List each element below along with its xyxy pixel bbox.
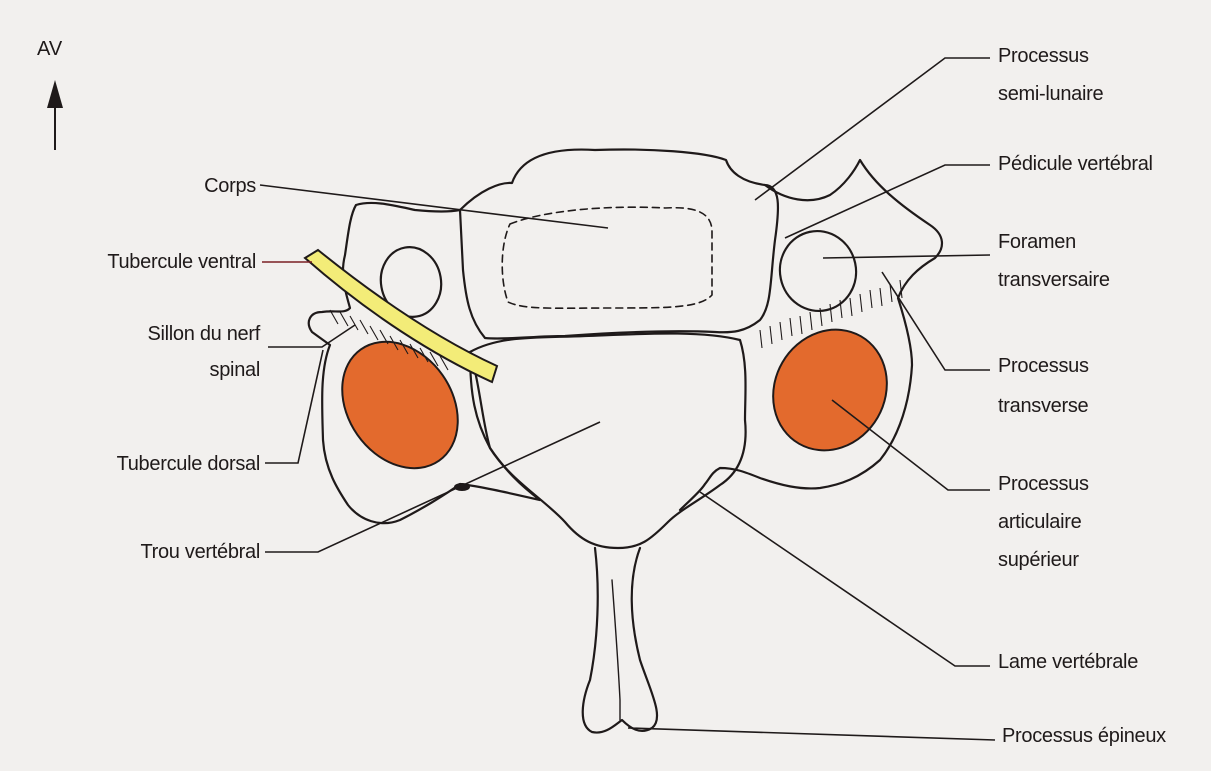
label-sillon-line2: spinal (80, 356, 260, 384)
right-superior-articular-facet (751, 309, 908, 471)
label-foramen-line2: transversaire (998, 266, 1110, 294)
vertebral-body (460, 149, 778, 338)
leader-foramen (823, 255, 990, 258)
leader-sillon (268, 325, 355, 347)
anterior-arrow-icon (47, 80, 63, 150)
label-articulaire-line1: Processus (998, 470, 1089, 498)
label-transverse-line2: transverse (998, 392, 1088, 420)
leader-pedicule (785, 165, 990, 238)
label-pedicule: Pédicule vertébral (998, 150, 1153, 178)
label-corps: Corps (170, 172, 256, 200)
leader-transverse (882, 272, 990, 370)
spinous-process-inner (612, 580, 620, 720)
label-tubercule-dorsal: Tubercule dorsal (60, 450, 260, 478)
label-trou-vertebral: Trou vertébral (80, 538, 260, 566)
leader-lame (700, 492, 990, 666)
leader-epineux (628, 728, 995, 740)
label-articulaire-line2: articulaire (998, 508, 1081, 536)
label-transverse-line1: Processus (998, 352, 1089, 380)
label-epineux: Processus épineux (1002, 722, 1166, 750)
vertebral-foramen (470, 334, 746, 549)
label-foramen-line1: Foramen (998, 228, 1076, 256)
leader-corps (260, 185, 608, 228)
anterior-label: AV (37, 38, 62, 61)
label-semi-lunaire-line2: semi-lunaire (998, 80, 1103, 108)
label-lame: Lame vertébrale (998, 648, 1138, 676)
label-semi-lunaire-line1: Processus (998, 42, 1089, 70)
leader-tubercule-dorsal (265, 350, 323, 463)
label-sillon-line1: Sillon du nerf (80, 320, 260, 348)
body-inner-contour (502, 207, 712, 308)
label-tubercule-ventral: Tubercule ventral (60, 248, 256, 276)
label-articulaire-line3: supérieur (998, 546, 1079, 574)
